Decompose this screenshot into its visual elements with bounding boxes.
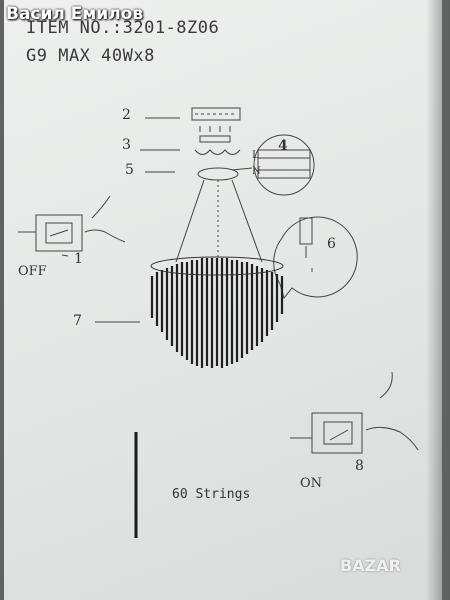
hand-on	[365, 426, 419, 451]
switch-off-label: OFF	[18, 264, 47, 279]
bazar-watermark: BAZAR	[340, 556, 444, 596]
switch-on-label: ON	[300, 476, 323, 491]
wiring-detail-circle	[253, 134, 315, 196]
wire-caps	[194, 149, 241, 155]
watermark-text: BAZAR	[340, 556, 401, 575]
callout-2: 2	[122, 107, 131, 123]
canopy-plate	[191, 107, 241, 121]
page-fold-shadow	[426, 0, 442, 600]
g9-bulb	[299, 217, 313, 245]
arrow-on	[379, 371, 393, 399]
callout-5: 5	[125, 162, 134, 178]
callout-1: 1	[74, 251, 83, 267]
strings-note: 60 Strings	[172, 487, 251, 502]
bulb-detail-bubble	[273, 216, 358, 300]
terminal-block	[257, 149, 311, 179]
callout-4: 4	[278, 138, 288, 154]
chandelier-frame	[150, 256, 284, 276]
screws	[199, 126, 231, 132]
callout-8: 8	[355, 458, 364, 474]
uploader-name: Васил Емилов	[6, 4, 144, 24]
cable-left	[175, 179, 205, 263]
bulb-spec: G9 MAX 40Wx8	[26, 46, 155, 66]
switch-off-lever	[49, 229, 69, 237]
switch-off-box	[35, 214, 83, 252]
wiring-label-l: L	[252, 150, 259, 161]
cable-right	[231, 179, 263, 263]
wiring-label-n: N	[252, 166, 261, 177]
switch-on-lever	[329, 429, 349, 441]
callout-7: 7	[73, 313, 82, 329]
hand-off	[84, 229, 126, 243]
mounting-bar	[199, 135, 231, 143]
callout-6: 6	[327, 236, 336, 252]
switch-on-box	[311, 412, 363, 454]
item-number: ITEM NO.:3201-8Z06	[26, 18, 220, 38]
detail-pointer	[231, 167, 253, 171]
callout-3: 3	[122, 137, 131, 153]
crystal-strings	[150, 258, 284, 368]
arrow-off	[91, 195, 111, 219]
